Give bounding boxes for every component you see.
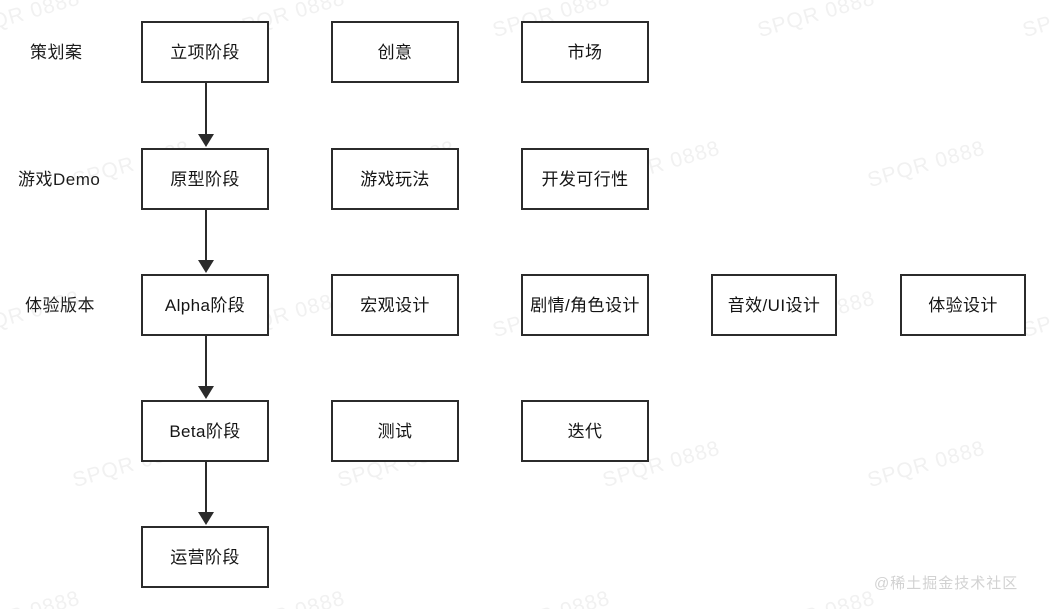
node-box[interactable]: 创意 [331,21,459,83]
node-label: 创意 [377,42,413,62]
node-label: 迭代 [567,421,603,441]
node-box[interactable]: 市场 [521,21,649,83]
node-label: Alpha阶段 [164,295,246,315]
node-label: 体验设计 [928,295,998,315]
row-label-1: 游戏Demo [18,170,101,189]
node-box[interactable]: 音效/UI设计 [711,274,837,336]
node-label: 运营阶段 [170,547,240,567]
node-box[interactable]: 开发可行性 [521,148,649,210]
node-label: Beta阶段 [169,421,241,441]
node-box[interactable]: 测试 [331,400,459,462]
node-label: 市场 [567,42,603,62]
node-box[interactable]: Alpha阶段 [141,274,269,336]
node-label: 原型阶段 [170,169,240,189]
node-box[interactable]: 剧情/角色设计 [521,274,649,336]
node-box[interactable]: 迭代 [521,400,649,462]
node-label: 测试 [377,421,413,441]
node-box[interactable]: 游戏玩法 [331,148,459,210]
row-label-2: 体验版本 [25,296,95,315]
node-label: 剧情/角色设计 [530,295,640,315]
node-label: 宏观设计 [360,295,430,315]
node-box[interactable]: 原型阶段 [141,148,269,210]
row-label-0: 策划案 [30,43,83,62]
node-label: 音效/UI设计 [727,295,821,315]
node-box[interactable]: 体验设计 [900,274,1026,336]
node-box[interactable]: Beta阶段 [141,400,269,462]
credit-watermark: @稀土掘金技术社区 [874,575,1019,592]
node-label: 立项阶段 [170,42,240,62]
node-box[interactable]: 立项阶段 [141,21,269,83]
node-label: 开发可行性 [541,169,629,189]
node-label: 游戏玩法 [360,169,430,189]
node-box[interactable]: 宏观设计 [331,274,459,336]
node-box[interactable]: 运营阶段 [141,526,269,588]
